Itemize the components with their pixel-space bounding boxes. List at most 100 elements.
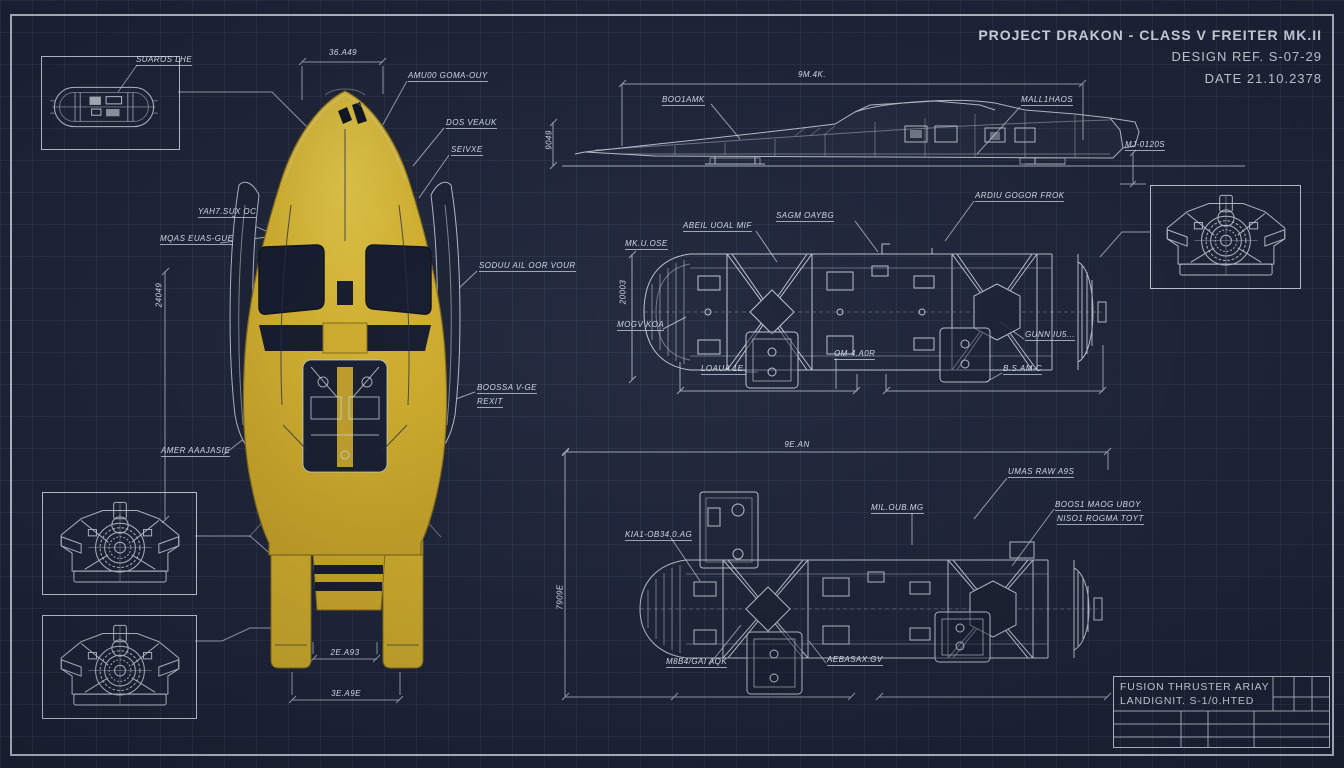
annotation-bsamc-callout: B.S.AM-C [1003, 364, 1043, 375]
body-edges [686, 559, 1048, 659]
annotation-service-callout: SEIVXE [451, 145, 483, 156]
gear-housing-forward [746, 631, 803, 695]
top-view-drawing [229, 88, 461, 669]
annotation-mid-height-dim: 20003 [618, 279, 628, 305]
annotation-m8b4-callout: M8B4/GAI AQK [666, 657, 728, 668]
hatch-3 [822, 577, 850, 597]
tail-nub [1093, 597, 1103, 621]
nose-ribs [647, 565, 681, 653]
dorsal-hatch [707, 507, 721, 527]
annotation-mogv-callout: MOGV KOA [617, 320, 665, 331]
gear-wheel-2 [767, 367, 777, 377]
gear-wheel-3 [955, 623, 965, 633]
truss-forward-core [745, 586, 791, 632]
pod-detail-lines [238, 204, 452, 426]
gear-wheel-3 [960, 339, 970, 349]
annotation-ardiu-callout: ARDIU GOGOR FROK [975, 191, 1065, 202]
port-2 [836, 308, 844, 316]
annotation-bostamk-callout: BOO1AMK [662, 95, 705, 106]
window-frame-2 [934, 125, 958, 143]
window-glass-1 [910, 130, 922, 138]
tail-cap [1047, 560, 1090, 658]
side-hull-outline [584, 99, 1124, 159]
dorsal-port-2 [732, 548, 744, 560]
annotation-mallihaos-callout: MALL1HAOS [1021, 95, 1074, 106]
design-ref: DESIGN REF. S-07-29 [1171, 49, 1322, 64]
longitudinal-lines [594, 119, 1111, 155]
annotation-mj0120s-callout: MJ-0120S [1125, 140, 1166, 151]
annotation-side-door-callout: SODUU AIL OOR VOUR [479, 261, 576, 272]
gear-housing-forward [745, 331, 799, 389]
middle-view-drawing [643, 243, 1107, 389]
tail-stripe-1 [314, 565, 383, 574]
detail-box-engine-b [42, 615, 197, 719]
side-view-drawing [574, 99, 1140, 165]
annotation-boost-vige-callout: BOOSSA V-GE [477, 383, 537, 394]
hatch-2 [697, 339, 721, 355]
body-edges [690, 253, 1052, 371]
engine-cross-section-c [1166, 194, 1285, 276]
gear-wheel-4 [960, 359, 970, 369]
hull-sketch-lines [284, 94, 406, 180]
gear-wheel-2 [769, 673, 779, 683]
gear-housing-forward-inner [753, 638, 796, 688]
title-block-grid [1114, 677, 1329, 747]
tail-cap [1051, 254, 1094, 370]
tail-step [574, 117, 1140, 155]
annotation-miloubmg-callout: MIL.OUB.MG [871, 503, 924, 514]
hatch-6 [913, 275, 935, 289]
annotation-bottom-length-dim: 9E.AN [784, 440, 810, 449]
dorsal-module [699, 491, 759, 569]
annotation-aebasax-callout: AEBASAX.GV [827, 655, 883, 666]
gear-housing-aft [939, 327, 991, 383]
right-landing-leg [382, 539, 424, 669]
annotation-canopy-callout: AMU00 GOMA-OUY [408, 71, 488, 82]
cockpit-window-right [365, 244, 432, 315]
annotation-magazine-callout: AMER AAAJASIE [161, 446, 231, 457]
engine-cross-section-a [60, 501, 179, 582]
gear-skid-2 [1019, 157, 1066, 165]
gear-housing-forward-inner [752, 338, 792, 382]
window-frame-1 [904, 125, 928, 143]
annotation-sagm-callout: SAGM OAYBG [776, 211, 835, 222]
hatch-7 [913, 337, 935, 351]
aft-top-module [1009, 541, 1035, 559]
project-title: PROJECT DRAKON - CLASS V FREITER MK.II [978, 27, 1322, 43]
hatch-4 [822, 625, 850, 645]
drawing-header: PROJECT DRAKON - CLASS V FREITER MK.II D… [978, 24, 1322, 90]
window-frame-3 [984, 127, 1006, 143]
hatch-6 [909, 581, 931, 595]
gear-wheel-4 [955, 641, 965, 651]
engine-cross-section-b [60, 624, 179, 706]
hatch-1 [697, 275, 721, 291]
annotation-side-length-dim: 9M.4K. [797, 70, 827, 79]
annotation-abeil-callout: ABEIL UOAL MIF [683, 221, 752, 232]
detail-box-engine-c [1150, 185, 1301, 289]
antennae [881, 243, 933, 254]
annotation-boost-maog-callout: BOOS1 MAOG UBOY [1055, 500, 1141, 511]
annotation-hull-height-dim: 24049 [154, 282, 164, 308]
truss-forward-core [749, 289, 795, 335]
machinery-spine [337, 367, 353, 467]
detail-box-connectors [178, 91, 1150, 642]
hatch-5 [871, 265, 889, 277]
landing-struts [705, 156, 1065, 165]
annotation-rexit-callout: REXIT [477, 397, 503, 408]
window-glass-2 [990, 132, 1000, 140]
drawing-date: DATE 21.10.2378 [1204, 71, 1322, 86]
body-inner-lines [686, 573, 1048, 645]
gear-skid-1 [709, 157, 761, 165]
capsule-cross-section [49, 86, 159, 128]
bottom-view-drawing [639, 491, 1103, 695]
annotation-kia1-callout: KIA1-OB34.0.AG [625, 530, 693, 541]
hull-panel-lines [280, 129, 410, 451]
section-lines [674, 112, 1076, 157]
hatch-3 [826, 271, 854, 291]
annotation-dorsal-hatch-callout: DOS VEAUK [446, 118, 497, 129]
annotation-om4a0r-callout: OM-4.A0R [834, 349, 876, 360]
gear-wheel-1 [769, 649, 779, 659]
port-1 [704, 308, 712, 316]
annotation-umas-callout: UMAS RAW A9S [1008, 467, 1075, 478]
gear-housing-aft [934, 611, 991, 663]
